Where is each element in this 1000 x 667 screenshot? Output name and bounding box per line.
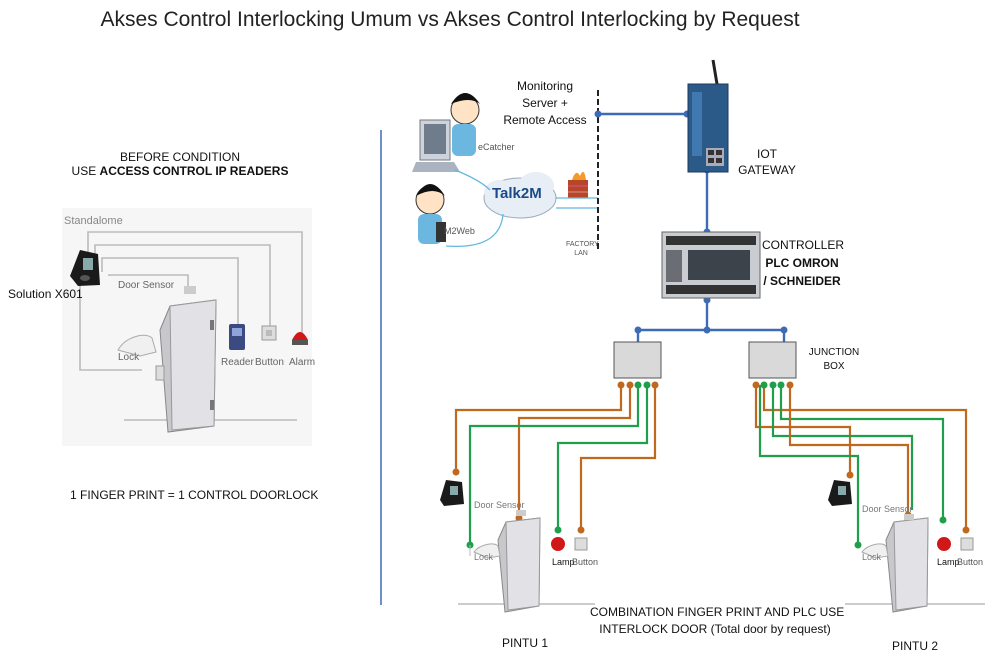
lamp-icon <box>937 537 951 551</box>
door-sensor-1-label: Door Sensor <box>474 500 525 510</box>
combination-note: COMBINATION FINGER PRINT AND PLC USE INT… <box>590 604 845 638</box>
door-set-1 <box>440 480 595 613</box>
controller-label: CONTROLLER PLC OMRON / SCHNEIDER <box>762 236 845 290</box>
plc-controller-icon <box>661 231 761 299</box>
factory-lan-label: FACTORY LAN <box>566 240 599 258</box>
junction-1-terminals <box>452 381 659 549</box>
fingerprint-reader-icon <box>70 250 100 286</box>
junction-box-2 <box>748 341 797 379</box>
lamp-icon <box>551 537 565 551</box>
firewall-icon <box>568 171 588 198</box>
reader-icon <box>229 324 245 350</box>
lock-icon <box>117 334 157 357</box>
solution-label: Solution X601 <box>8 287 83 301</box>
junction-box-1 <box>613 341 662 379</box>
monitoring-line-1: Monitoring <box>516 79 574 93</box>
before-line-2-prefix: USE <box>71 164 100 178</box>
button-1-label: Button <box>572 557 599 567</box>
door-sensor-icon <box>516 510 526 516</box>
lock-2-label: Lock <box>862 552 882 562</box>
junction-line-2: BOX <box>823 361 845 372</box>
network-links <box>598 112 786 342</box>
talk2m-cloud-icon <box>483 172 557 219</box>
fingerprint-note: 1 FINGER PRINT = 1 CONTROL DOORLOCK <box>70 488 319 502</box>
pintu-1-label: PINTU 1 <box>502 636 549 650</box>
standalone-panel <box>62 59 985 613</box>
iot-gateway-icon <box>687 59 729 173</box>
monitoring-line-3: Remote Access <box>503 113 587 127</box>
lock-bracket <box>155 365 165 381</box>
m2web-user-icon <box>415 184 446 244</box>
plc-line-1: PLC OMRON <box>765 256 839 270</box>
ecatcher-label: eCatcher <box>478 142 515 152</box>
lock-icon <box>473 543 501 559</box>
button-icon <box>960 537 974 551</box>
iot-line-2: GATEWAY <box>738 163 796 177</box>
before-line-2-bold: ACCESS CONTROL IP READERS <box>99 164 289 178</box>
door-set-2 <box>828 480 985 613</box>
talk2m-label: Talk2M <box>492 185 542 202</box>
lock-label: Lock <box>118 352 140 363</box>
page-title: Akses Control Interlocking Umum vs Akses… <box>100 8 800 31</box>
door-sensor-icon <box>184 286 196 294</box>
reader-label: Reader <box>221 357 254 368</box>
ecatcher-user-icon <box>412 93 480 172</box>
before-line-1: BEFORE CONDITION <box>119 150 240 164</box>
button-icon <box>574 537 588 551</box>
lock-icon <box>861 543 889 559</box>
junction-line-1: JUNCTION <box>808 347 860 358</box>
junction-1-wiring <box>454 385 657 545</box>
cloud-links <box>445 169 598 248</box>
m2web-label: M2Web <box>444 226 475 236</box>
alarm-label: Alarm <box>289 357 316 368</box>
lamp-1-label: Lamp <box>552 557 575 567</box>
door-sensor-label: Door Sensor <box>118 280 175 291</box>
pintu-2-label: PINTU 2 <box>892 639 939 653</box>
monitoring-line-2: Server + <box>522 96 568 110</box>
lamp-2-label: Lamp <box>937 557 960 567</box>
controller-line: CONTROLLER <box>762 238 845 252</box>
before-condition-label: BEFORE CONDITION USE ACCESS CONTROL IP R… <box>70 150 290 178</box>
factory-line-2: LAN <box>574 250 588 257</box>
combination-line-1: COMBINATION FINGER PRINT AND PLC USE <box>590 605 845 619</box>
junction-label: JUNCTION BOX <box>805 346 863 374</box>
plc-line-2: / SCHNEIDER <box>763 274 841 288</box>
door-sensor-2-label: Door Sensor <box>862 504 913 514</box>
monitoring-label: Monitoring Server + Remote Access <box>495 78 595 129</box>
button-2-label: Button <box>957 557 984 567</box>
lock-1-label: Lock <box>474 552 494 562</box>
alarm-icon <box>292 332 308 340</box>
door-icon <box>159 299 217 433</box>
door-sensor-icon <box>904 514 914 520</box>
standalone-label: Standalome <box>64 215 123 227</box>
iot-gateway-label: IOT GATEWAY <box>737 146 797 178</box>
junction-2-wiring <box>754 385 968 545</box>
iot-line-1: IOT <box>757 147 777 161</box>
button-label: Button <box>255 357 284 368</box>
factory-line-1: FACTORY <box>566 241 599 248</box>
combination-line-2: INTERLOCK DOOR (Total door by request) <box>599 622 831 636</box>
junction-2-terminals <box>752 381 970 549</box>
